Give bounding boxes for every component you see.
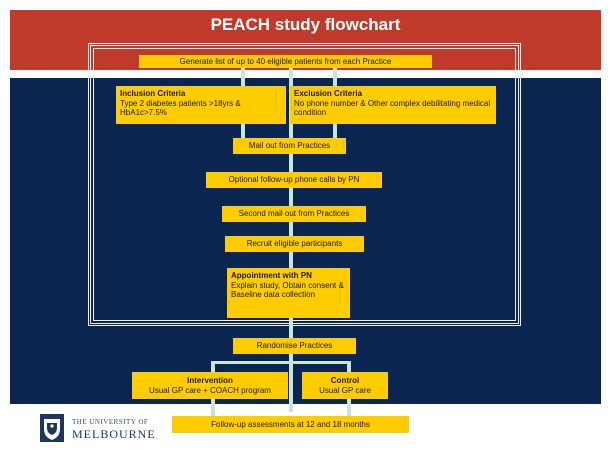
exclusion-box: Exclusion Criteria No phone number & Oth…: [290, 86, 496, 124]
university-name-line1: THE UNIVERSITY OF: [72, 418, 149, 426]
follow-up-text: Follow-up assessments at 12 and 18 month…: [211, 419, 370, 429]
connector-control-down: [347, 398, 351, 416]
recruit-text: Recruit eligible participants: [246, 239, 343, 249]
inclusion-box: Inclusion Criteria Type 2 diabetes patie…: [116, 86, 286, 124]
study-frame: [88, 43, 521, 326]
study-frame-inner: [93, 48, 516, 321]
separator-band: [10, 70, 601, 78]
second-mail-text: Second mail out from Practices: [238, 209, 350, 219]
control-title: Control: [330, 376, 360, 385]
randomise-box: Randomise Practices: [233, 338, 356, 354]
control-box: Control Usual GP care: [302, 372, 388, 399]
intervention-body: Usual GP care + COACH program: [149, 385, 271, 395]
exclusion-body: No phone number & Other complex debilita…: [294, 98, 491, 118]
randomise-text: Randomise Practices: [256, 341, 333, 351]
intervention-title: Intervention: [187, 376, 233, 385]
intervention-box: Intervention Usual GP care + COACH progr…: [132, 372, 288, 399]
appointment-title: Appointment with PN: [231, 271, 312, 280]
crest-icon: [40, 414, 64, 442]
inclusion-body: Type 2 diabetes patients >18yrs & HbA1c>…: [120, 98, 241, 118]
connector-intervention: [211, 361, 215, 373]
phone-calls-box: Optional follow-up phone calls by PN: [206, 172, 382, 188]
phone-calls-text: Optional follow-up phone calls by PN: [228, 175, 360, 185]
generate-list-text: Generate list of up to 40 eligible patie…: [179, 56, 392, 66]
connector-arm-split: [211, 361, 351, 364]
mail-out-text: Mail out from Practices: [248, 141, 331, 151]
second-mail-box: Second mail out from Practices: [222, 206, 366, 222]
appointment-body: Explain study, Obtain consent & Baseline…: [231, 280, 344, 300]
follow-up-box: Follow-up assessments at 12 and 18 month…: [172, 416, 409, 433]
generate-list-box: Generate list of up to 40 eligible patie…: [139, 55, 432, 68]
appointment-box: Appointment with PN Explain study, Obtai…: [227, 268, 350, 318]
university-name-line2: MELBOURNE: [72, 427, 156, 441]
slide-title: PEACH study flowchart: [210, 15, 401, 34]
recruit-box: Recruit eligible participants: [225, 236, 364, 252]
connector-control: [347, 361, 351, 373]
mail-out-box: Mail out from Practices: [233, 138, 346, 154]
inclusion-title: Inclusion Criteria: [120, 89, 186, 98]
control-body: Usual GP care: [319, 385, 371, 395]
exclusion-title: Exclusion Criteria: [294, 89, 363, 98]
connector-intervention-down: [211, 398, 215, 416]
